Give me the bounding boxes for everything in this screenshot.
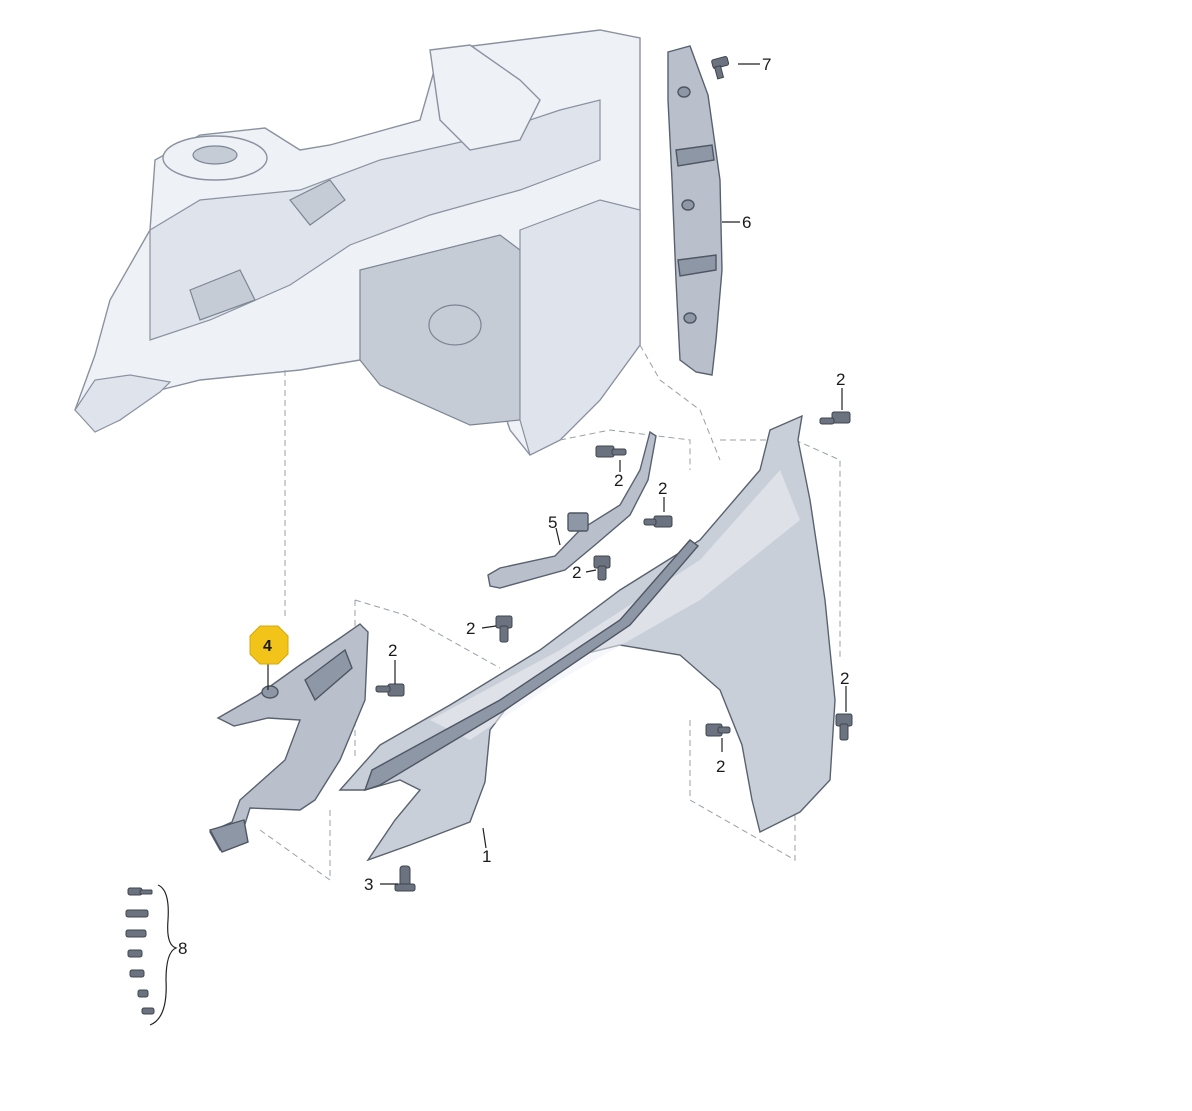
callout-3: 3 [364,875,373,894]
bolt-f [375,683,405,697]
bolt-a [819,411,851,425]
fastener-set [125,884,178,1026]
front-bracket [208,623,369,853]
rear-support-panel [667,45,723,376]
clip [394,865,416,892]
callout-7: 7 [762,55,771,74]
callout-2: 2 [840,669,849,688]
bolt-e [495,615,513,643]
callout-4: 4 [263,638,272,655]
bolt-g [705,723,731,737]
upper-bracket [487,430,657,589]
callout-2: 2 [716,757,725,776]
callout-2: 2 [614,471,623,490]
small-bolt [711,56,730,80]
callout-1: 1 [482,847,491,866]
bolt-c [643,515,673,528]
bolt-b [595,445,627,458]
car-body-shell [74,29,641,456]
callout-6: 6 [742,213,751,232]
bolt-h [835,713,853,741]
callout-labels: 7 6 2 2 2 5 2 2 2 2 2 1 3 8 4 [178,55,849,958]
callout-4-highlight: 4 [249,625,289,665]
fender-panel [338,414,836,862]
callout-8: 8 [178,939,187,958]
callout-2: 2 [388,641,397,660]
callout-2: 2 [572,563,581,582]
bolt-d [593,555,611,581]
callout-2: 2 [658,479,667,498]
callout-2: 2 [466,619,475,638]
callout-5: 5 [548,513,557,532]
highlight-badge [249,625,289,665]
bolts [375,411,853,741]
callout-2: 2 [836,370,845,389]
